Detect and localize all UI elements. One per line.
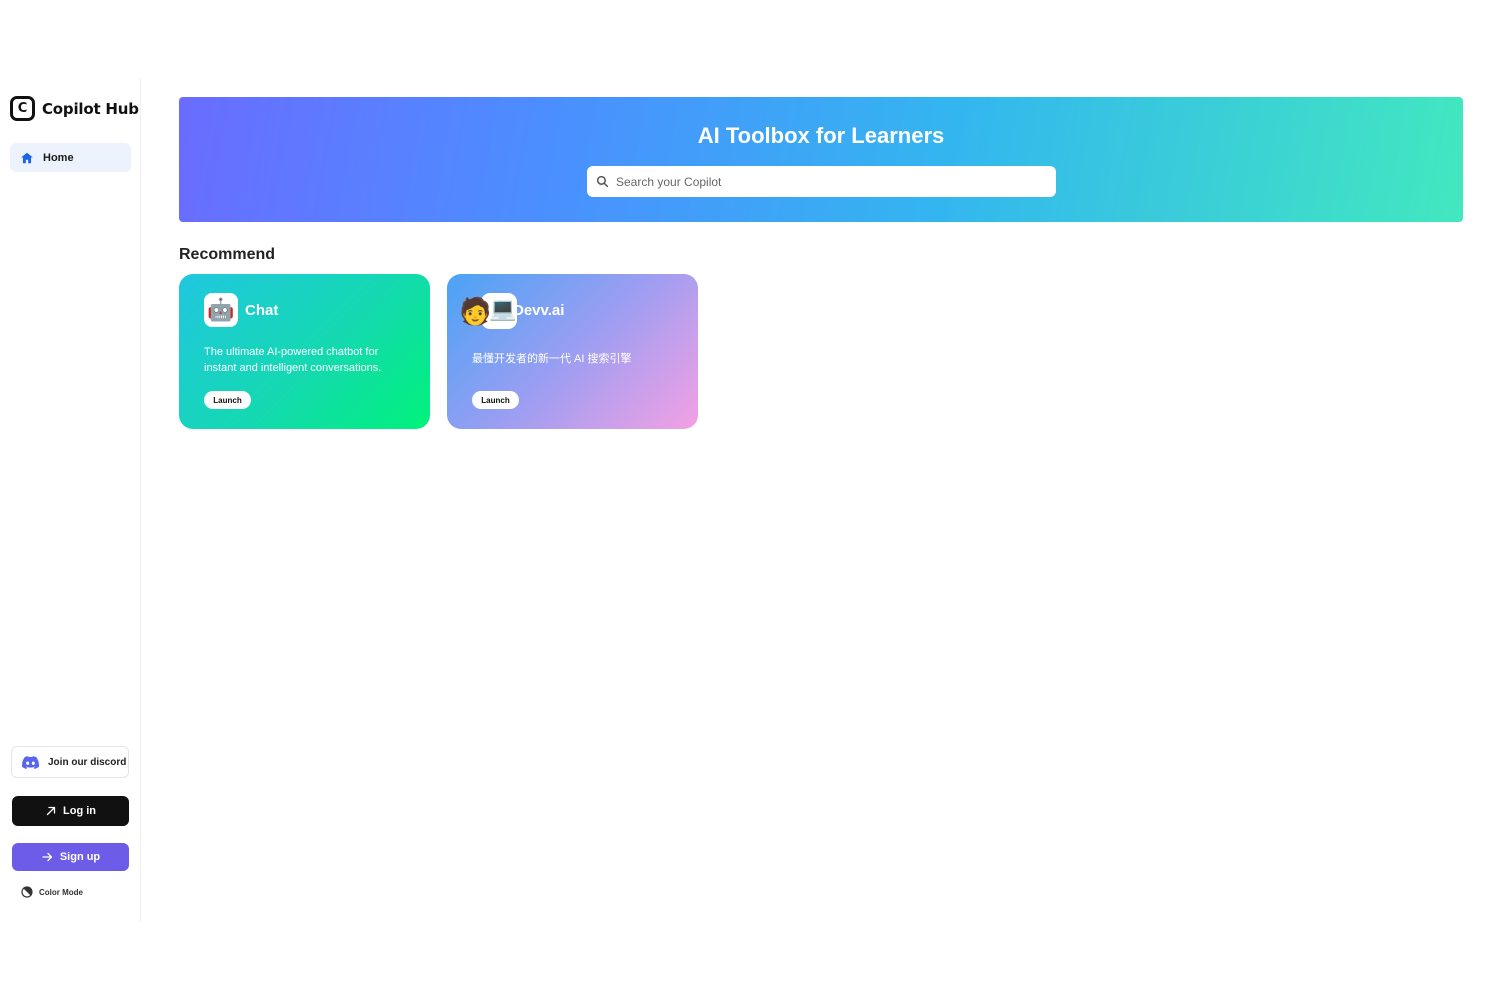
devv-avatar: 🧑 💻 xyxy=(459,293,529,329)
person-icon: 🧑 xyxy=(459,296,492,326)
laptop-icon: 💻 xyxy=(489,296,517,321)
signup-label: Sign up xyxy=(59,851,101,863)
join-discord-button[interactable]: Join our discord xyxy=(11,746,129,778)
sidebar-item-home[interactable]: Home xyxy=(10,143,131,172)
search-box[interactable] xyxy=(587,166,1056,197)
sidebar: C Copilot Hub Home Join our discord Log … xyxy=(0,78,141,922)
card-description: The ultimate AI-powered chatbot for inst… xyxy=(204,346,382,374)
copilot-card-devv[interactable]: 🧑 💻 Devv.ai 最懂开发者的新一代 AI 搜索引擎 Launch xyxy=(447,274,698,429)
page-title: AI Toolbox for Learners xyxy=(697,123,945,148)
logo-mark-icon: C xyxy=(10,96,35,121)
logo[interactable]: C Copilot Hub xyxy=(10,96,139,121)
card-title: Chat xyxy=(245,302,279,319)
search-input[interactable] xyxy=(616,174,1036,189)
color-mode-toggle[interactable]: Color Mode xyxy=(21,886,83,898)
card-description: 最懂开发者的新一代 AI 搜索引擎 xyxy=(472,353,632,365)
join-discord-label: Join our discord xyxy=(48,756,127,768)
section-title-recommend: Recommend xyxy=(179,246,276,263)
color-mode-label: Color Mode xyxy=(39,887,83,897)
launch-button-chat[interactable]: Launch xyxy=(204,391,251,409)
search-icon xyxy=(596,175,609,188)
sidebar-item-label: Home xyxy=(43,151,74,164)
login-button[interactable]: Log in xyxy=(12,796,129,826)
arrow-right-icon xyxy=(42,852,52,862)
arrow-up-right-icon xyxy=(46,806,56,816)
logo-text: Copilot Hub xyxy=(42,99,139,118)
card-title: Devv.ai xyxy=(513,302,565,319)
signup-button[interactable]: Sign up xyxy=(12,843,129,871)
color-mode-icon xyxy=(21,886,33,898)
login-label: Log in xyxy=(63,805,96,817)
discord-icon xyxy=(22,755,39,769)
launch-button-devv[interactable]: Launch xyxy=(472,391,519,409)
hero-banner: AI Toolbox for Learners xyxy=(179,97,1463,222)
copilot-card-chat[interactable]: 🤖 Chat The ultimate AI-powered chatbot f… xyxy=(179,274,430,429)
robot-icon: 🤖 xyxy=(204,293,238,327)
home-icon xyxy=(21,152,33,163)
